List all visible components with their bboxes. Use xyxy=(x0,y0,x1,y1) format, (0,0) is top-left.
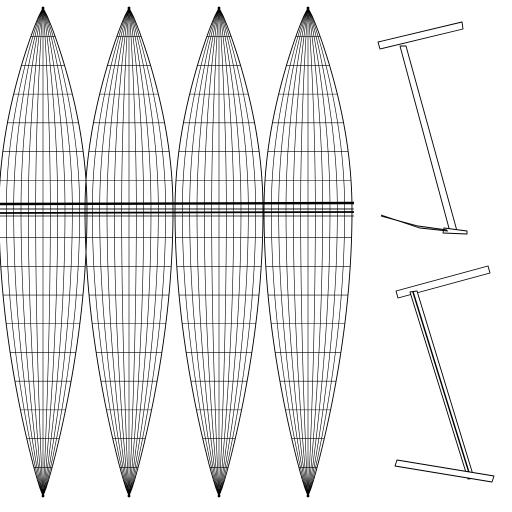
gore-meridian-line xyxy=(211,7,220,497)
gore-top-tip xyxy=(306,6,310,10)
gore-meridian-line xyxy=(189,7,220,497)
gore-meridian-line xyxy=(300,7,309,497)
gore-meridian-line xyxy=(307,7,316,497)
gore-meridian-line xyxy=(218,7,242,497)
gore-meridian-line xyxy=(285,7,309,497)
gore-top-tip xyxy=(217,6,221,10)
gore-meridian-line xyxy=(106,7,130,497)
gore-meridian-line xyxy=(0,7,44,497)
gore-meridian-line xyxy=(128,7,166,497)
gore-meridian-line xyxy=(28,7,44,497)
gore-meridian-line xyxy=(196,7,220,497)
upper-i-profile xyxy=(377,21,468,235)
gore-meridian-line xyxy=(128,7,152,497)
gore-meridian-line xyxy=(182,7,220,497)
gore-meridian-line xyxy=(218,7,234,497)
side-parts-group xyxy=(377,21,495,483)
lower-i-profile xyxy=(394,265,495,483)
gore-1 xyxy=(0,6,88,498)
gore-meridian-line xyxy=(307,7,353,497)
seam-line-thick xyxy=(0,211,355,214)
gore-meridian-line xyxy=(114,7,130,497)
tail-strip xyxy=(380,215,448,231)
gore-meridian-line xyxy=(307,7,345,497)
gore-meridian-line xyxy=(42,7,80,497)
top-flange xyxy=(395,265,491,299)
gore-meridian-line xyxy=(293,7,309,497)
gore-bottom-tip xyxy=(127,494,131,498)
gore-meridian-line xyxy=(218,7,249,497)
gore-meridian-line xyxy=(35,7,44,497)
gore-meridian-line xyxy=(13,7,44,497)
gore-bottom-tip xyxy=(41,494,45,498)
gore-top-tip xyxy=(41,6,45,10)
gore-meridian-line xyxy=(218,7,264,497)
gore-2 xyxy=(84,6,174,498)
gore-meridian-line xyxy=(307,7,338,497)
gore-meridian-line xyxy=(271,7,309,497)
gore-meridian-line xyxy=(121,7,130,497)
top-flange xyxy=(377,21,464,50)
gore-meridian-line xyxy=(42,7,66,497)
bottom-flange xyxy=(394,459,495,483)
gore-meridian-line xyxy=(128,7,159,497)
gore-meridian-line xyxy=(204,7,220,497)
gore-meridian-line xyxy=(218,7,256,497)
gore-meridian-line xyxy=(307,7,323,497)
gore-meridian-line xyxy=(128,7,174,497)
gore-meridian-line xyxy=(128,7,144,497)
gore-meridian-line xyxy=(128,7,137,497)
gore-meridian-line xyxy=(6,7,44,497)
gore-bottom-tip xyxy=(306,494,310,498)
center-seam-band xyxy=(0,201,355,217)
bottom-flange xyxy=(442,227,468,235)
gore-meridian-line xyxy=(174,7,220,497)
seam-line-thick xyxy=(0,201,355,206)
gore-meridian-line xyxy=(42,7,73,497)
gore-meridian-line xyxy=(42,7,51,497)
gore-meridian-line xyxy=(20,7,44,497)
gore-meridian-line xyxy=(92,7,130,497)
gore-bottom-tip xyxy=(217,494,221,498)
gore-meridian-line xyxy=(99,7,130,497)
gore-4 xyxy=(263,6,353,498)
gore-meridian-line xyxy=(278,7,309,497)
gores-group xyxy=(0,6,353,498)
gore-meridian-line xyxy=(307,7,331,497)
gore-meridian-line xyxy=(263,7,309,497)
web-inner-line xyxy=(412,291,472,480)
gore-meridian-line xyxy=(42,7,58,497)
gore-top-tip xyxy=(127,6,131,10)
gore-meridian-line xyxy=(84,7,130,497)
gore-meridian-line xyxy=(218,7,227,497)
